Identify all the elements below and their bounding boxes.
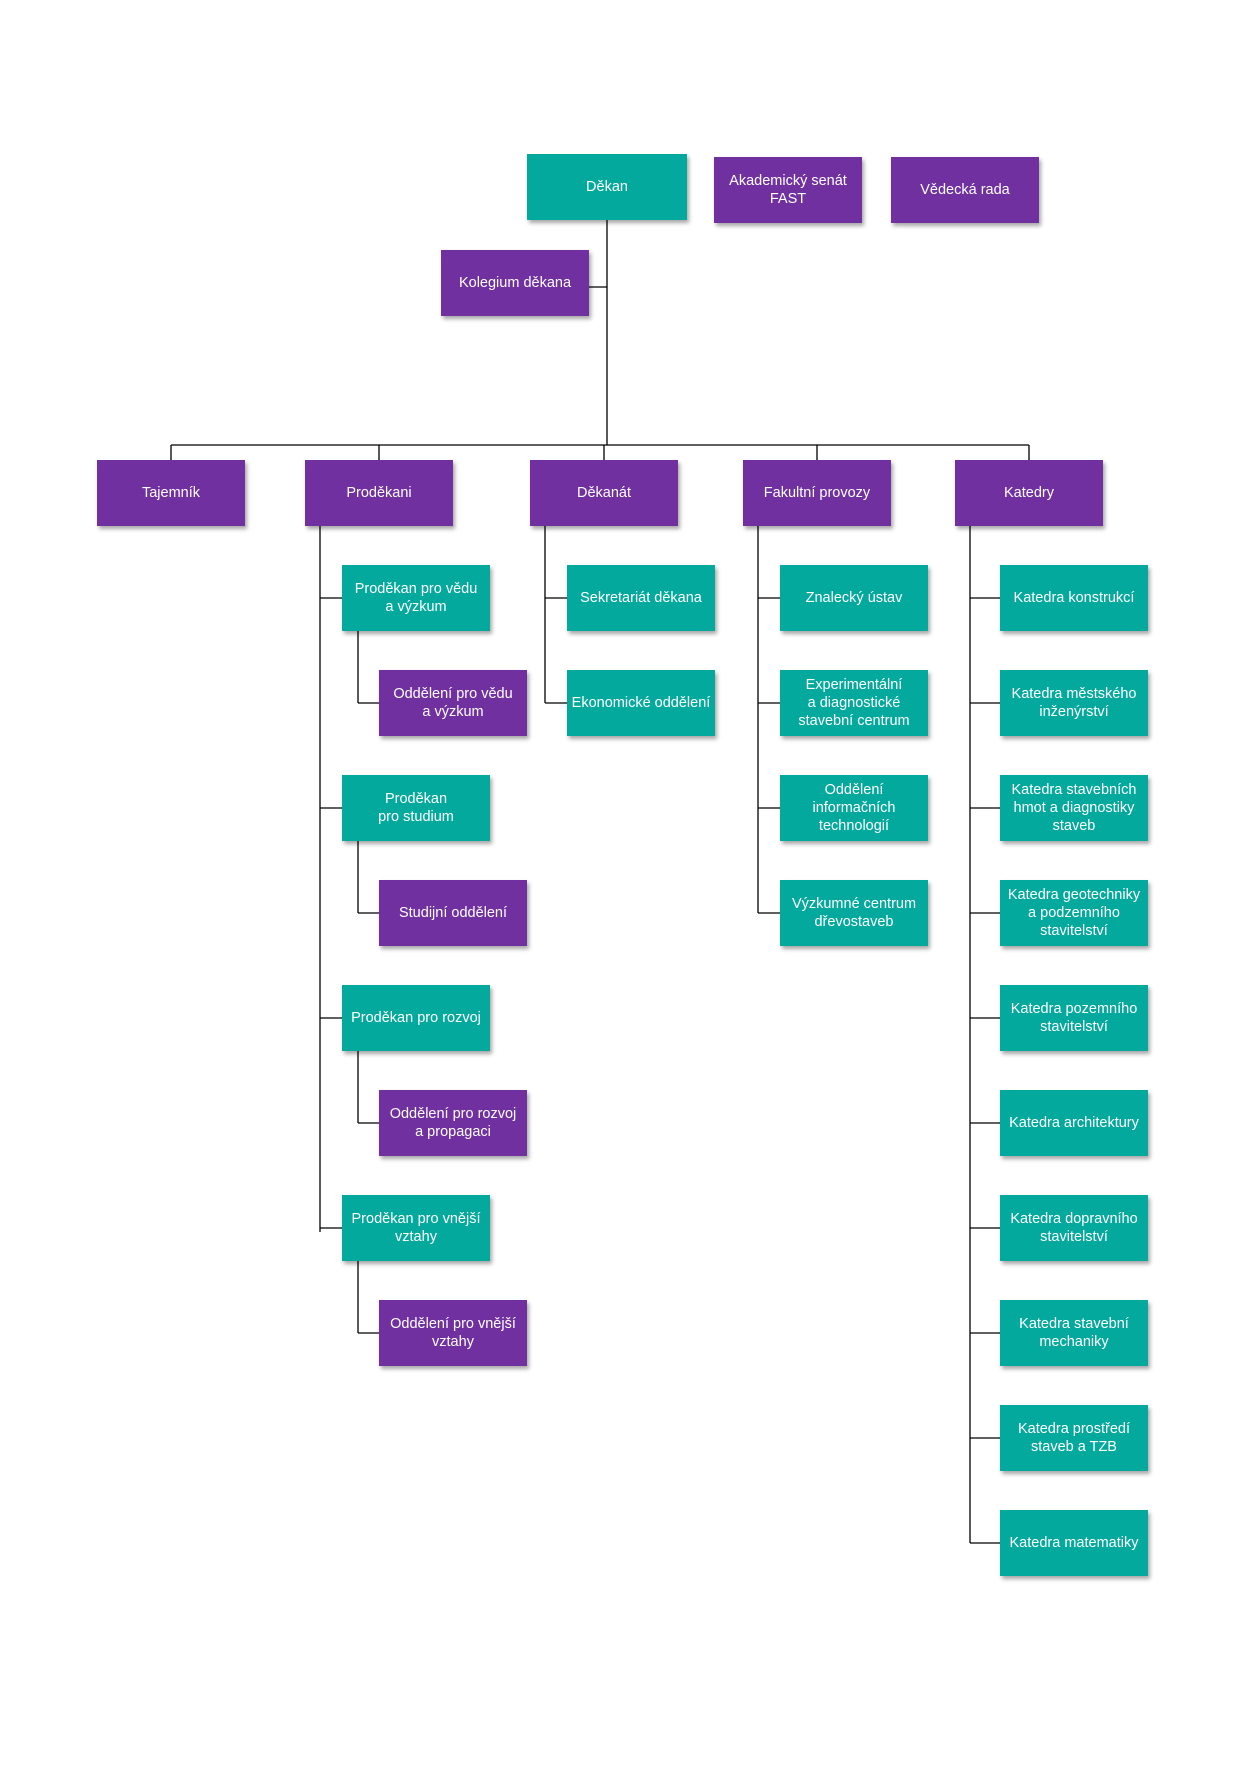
node-tajemnik: Tajemník xyxy=(97,460,245,526)
node-katedra: Katedra konstrukcí xyxy=(1000,565,1148,631)
node-kolegium-dekana: Kolegium děkana xyxy=(441,250,589,316)
node-katedra: Katedra architektury xyxy=(1000,1090,1148,1156)
node-provoz: Experimentální a diagnostické stavební c… xyxy=(780,670,928,736)
node-katedra: Katedra geotechniky a podzemního stavite… xyxy=(1000,880,1148,946)
node-dekan: Děkan xyxy=(527,154,687,220)
node-prodekan-unit: Studijní oddělení xyxy=(379,880,527,946)
node-akademicky-senat: Akademický senát FAST xyxy=(714,157,862,223)
node-provoz: Znalecký ústav xyxy=(780,565,928,631)
node-katedra: Katedra stavebních hmot a diagnostiky st… xyxy=(1000,775,1148,841)
node-vedecka-rada: Vědecká rada xyxy=(891,157,1039,223)
node-katedra: Katedra městského inženýrství xyxy=(1000,670,1148,736)
node-fakultni-provozy: Fakultní provozy xyxy=(743,460,891,526)
node-katedra: Katedra pozemního stavitelství xyxy=(1000,985,1148,1051)
node-prodekan-unit: Oddělení pro rozvoj a propagaci xyxy=(379,1090,527,1156)
node-prodekan: Proděkan pro rozvoj xyxy=(342,985,490,1051)
node-prodekan-unit: Oddělení pro vnější vztahy xyxy=(379,1300,527,1366)
node-prodekan: Proděkan pro studium xyxy=(342,775,490,841)
node-prodekan-unit: Oddělení pro vědu a výzkum xyxy=(379,670,527,736)
node-dekanat-unit: Ekonomické oddělení xyxy=(567,670,715,736)
node-prodekan: Proděkan pro vědu a výzkum xyxy=(342,565,490,631)
node-dekanat-unit: Sekretariát děkana xyxy=(567,565,715,631)
node-prodekani: Proděkani xyxy=(305,460,453,526)
node-katedra: Katedra matematiky xyxy=(1000,1510,1148,1576)
node-katedry: Katedry xyxy=(955,460,1103,526)
node-dekanat: Děkanát xyxy=(530,460,678,526)
node-katedra: Katedra stavební mechaniky xyxy=(1000,1300,1148,1366)
node-katedra: Katedra prostředí staveb a TZB xyxy=(1000,1405,1148,1471)
node-provoz: Výzkumné centrum dřevostaveb xyxy=(780,880,928,946)
node-prodekan: Proděkan pro vnější vztahy xyxy=(342,1195,490,1261)
node-provoz: Oddělení informačních technologií xyxy=(780,775,928,841)
node-katedra: Katedra dopravního stavitelství xyxy=(1000,1195,1148,1261)
